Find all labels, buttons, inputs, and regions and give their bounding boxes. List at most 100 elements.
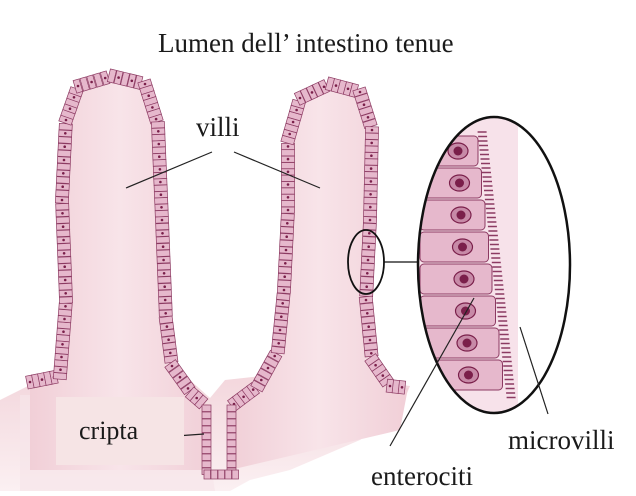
epithelial-cell — [361, 263, 374, 270]
zoomed-enterocytes — [418, 110, 570, 430]
cell-nucleus — [288, 133, 291, 136]
epithelial-cell — [59, 283, 72, 290]
cell-nucleus — [162, 259, 165, 262]
crypt-cell — [202, 426, 211, 433]
cell-nucleus — [63, 265, 66, 268]
epithelial-cell — [56, 217, 69, 224]
cell-nucleus — [260, 379, 263, 382]
cell-nucleus — [160, 193, 163, 196]
cell-nucleus — [369, 193, 372, 196]
cell-nucleus — [252, 388, 255, 391]
cell-nucleus — [159, 168, 162, 171]
epithelial-cell — [57, 243, 70, 250]
cell-nucleus — [61, 343, 64, 346]
cell-nucleus — [187, 387, 190, 390]
cell-nucleus — [59, 368, 62, 371]
cell-nucleus — [60, 356, 63, 359]
cell-nucleus — [374, 364, 377, 367]
cell-nucleus — [157, 130, 160, 133]
cell-nucleus — [155, 118, 158, 121]
cell-nucleus — [147, 94, 150, 97]
epithelial-cell — [282, 150, 295, 156]
cell-nucleus — [369, 206, 372, 209]
crypt-cell — [202, 454, 211, 461]
epithelial-cell — [157, 263, 170, 270]
epithelial-cell — [282, 163, 295, 169]
cell-nucleus — [62, 330, 65, 333]
epithelial-cell — [273, 333, 287, 340]
cell-nucleus — [368, 232, 371, 235]
epithelial-cell — [282, 201, 295, 207]
epithelial-cell — [271, 346, 285, 353]
cell-nucleus — [63, 145, 66, 148]
epithelial-cell — [364, 210, 377, 216]
crypt-cell — [225, 470, 232, 479]
cell-nucleus — [370, 154, 373, 157]
epithelial-cell — [364, 172, 377, 178]
crypt-cell — [202, 412, 211, 419]
cell-nucleus — [151, 106, 154, 109]
cell-nucleus — [195, 397, 198, 400]
epithelial-cell — [153, 160, 166, 167]
cell-nucleus — [63, 159, 66, 162]
epithelial-cell — [154, 185, 167, 192]
epithelial-cell — [152, 147, 165, 154]
epithelial-cell — [362, 250, 375, 257]
cell-nucleus — [63, 252, 66, 255]
cell-nucleus — [311, 91, 314, 94]
cell-nucleus — [169, 352, 172, 355]
cell-nucleus — [283, 289, 286, 292]
cell-nucleus — [171, 365, 174, 368]
crypt-cell — [218, 470, 225, 479]
crypt-cell — [202, 405, 211, 412]
cell-nucleus — [64, 305, 67, 308]
cell-nucleus — [323, 86, 326, 89]
epithelial-cell — [55, 347, 68, 354]
cell-nucleus — [29, 381, 32, 384]
cell-nucleus — [163, 272, 166, 275]
cell-nucleus — [287, 145, 290, 148]
cell-nucleus — [367, 245, 370, 248]
cell-nucleus — [285, 249, 288, 252]
enterocyte-nucleolus — [463, 339, 472, 348]
crypt-cell — [202, 440, 211, 447]
cell-nucleus — [162, 245, 165, 248]
epithelial-cell — [363, 329, 377, 336]
enterocyte-nucleolus — [458, 243, 467, 252]
epithelial-cell — [365, 159, 378, 165]
epithelial-cell — [57, 163, 70, 170]
crypt-cell — [204, 470, 211, 479]
enterocyte-nucleolus — [455, 179, 464, 188]
epithelial-cell — [158, 277, 171, 284]
cell-nucleus — [370, 180, 373, 183]
cell-nucleus — [389, 385, 392, 388]
epithelial-cell — [364, 197, 377, 203]
epithelial-cell — [364, 343, 378, 350]
epithelial-cell — [363, 223, 376, 230]
crypt-cell — [202, 447, 211, 454]
cell-nucleus — [161, 232, 164, 235]
crypt-cell — [227, 433, 236, 440]
cell-nucleus — [267, 367, 270, 370]
cell-nucleus — [163, 285, 166, 288]
epithelial-cell — [58, 257, 71, 264]
epithelial-cell — [361, 316, 375, 323]
epithelial-cell — [56, 177, 69, 184]
epithelial-cell — [281, 213, 294, 220]
cell-nucleus — [117, 76, 120, 79]
microvilli-label: microvilli — [508, 427, 614, 454]
crypt-cell — [227, 426, 236, 433]
epithelial-cell — [282, 188, 295, 194]
cell-nucleus — [382, 374, 385, 377]
diagram-title: Lumen dell’ intestino tenue — [158, 30, 454, 57]
cell-nucleus — [401, 386, 404, 389]
villi-label: villi — [196, 114, 240, 141]
epithelial-cell — [364, 185, 377, 191]
cell-nucleus — [367, 259, 370, 262]
cell-nucleus — [369, 219, 372, 222]
cell-nucleus — [61, 199, 64, 202]
cell-nucleus — [242, 396, 245, 399]
epithelial-cell — [274, 320, 288, 327]
epithelial-cell — [159, 303, 172, 310]
cell-nucleus — [161, 219, 164, 222]
